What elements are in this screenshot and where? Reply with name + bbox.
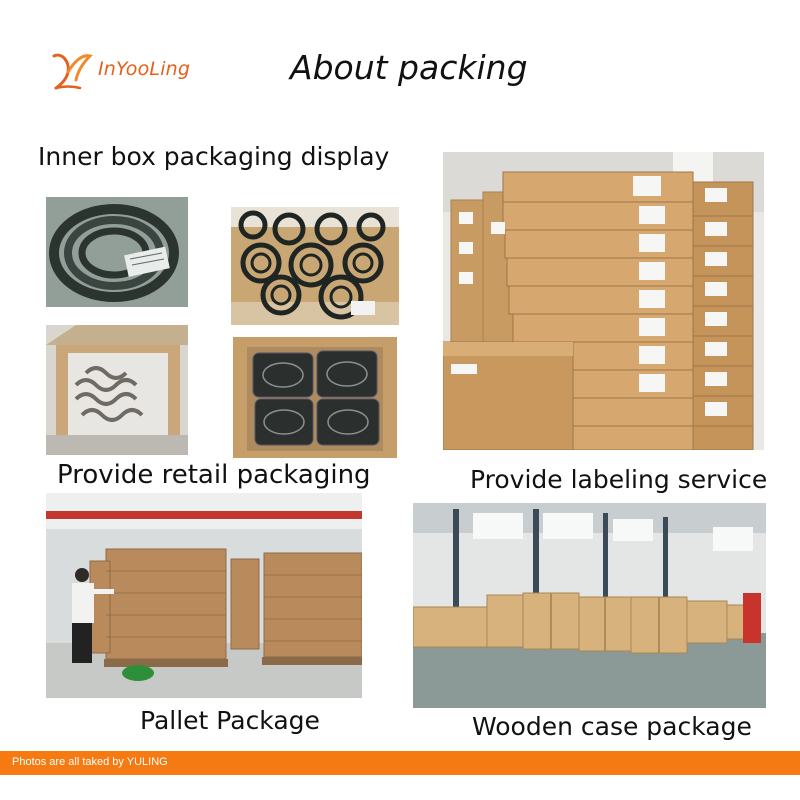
- labeling-service-heading: Provide labeling service: [470, 465, 768, 494]
- photo-wooden-case-package: [413, 503, 766, 708]
- page-title: About packing: [290, 48, 528, 87]
- footer-bar: Photos are all taked by YULING: [0, 751, 800, 775]
- brand-logo-icon: [52, 53, 93, 90]
- photo-elements-in-carton: [233, 337, 397, 458]
- brand-name: InYooLing: [98, 58, 191, 80]
- photo-labeled-carton-stacks: [443, 152, 764, 450]
- wooden-case-heading: Wooden case package: [472, 712, 752, 741]
- photo-open-carton: [46, 325, 188, 455]
- retail-packaging-heading: Provide retail packaging: [57, 460, 371, 490]
- photo-burner-elements-boxes: [231, 207, 399, 325]
- brand-logo: InYooLing: [48, 48, 208, 92]
- footer-credit: Photos are all taked by YULING: [12, 756, 168, 768]
- inner-box-heading: Inner box packaging display: [38, 142, 390, 171]
- photo-coiled-element-bag: [46, 197, 188, 307]
- photo-pallet-package: [46, 493, 362, 698]
- pallet-package-heading: Pallet Package: [140, 706, 320, 735]
